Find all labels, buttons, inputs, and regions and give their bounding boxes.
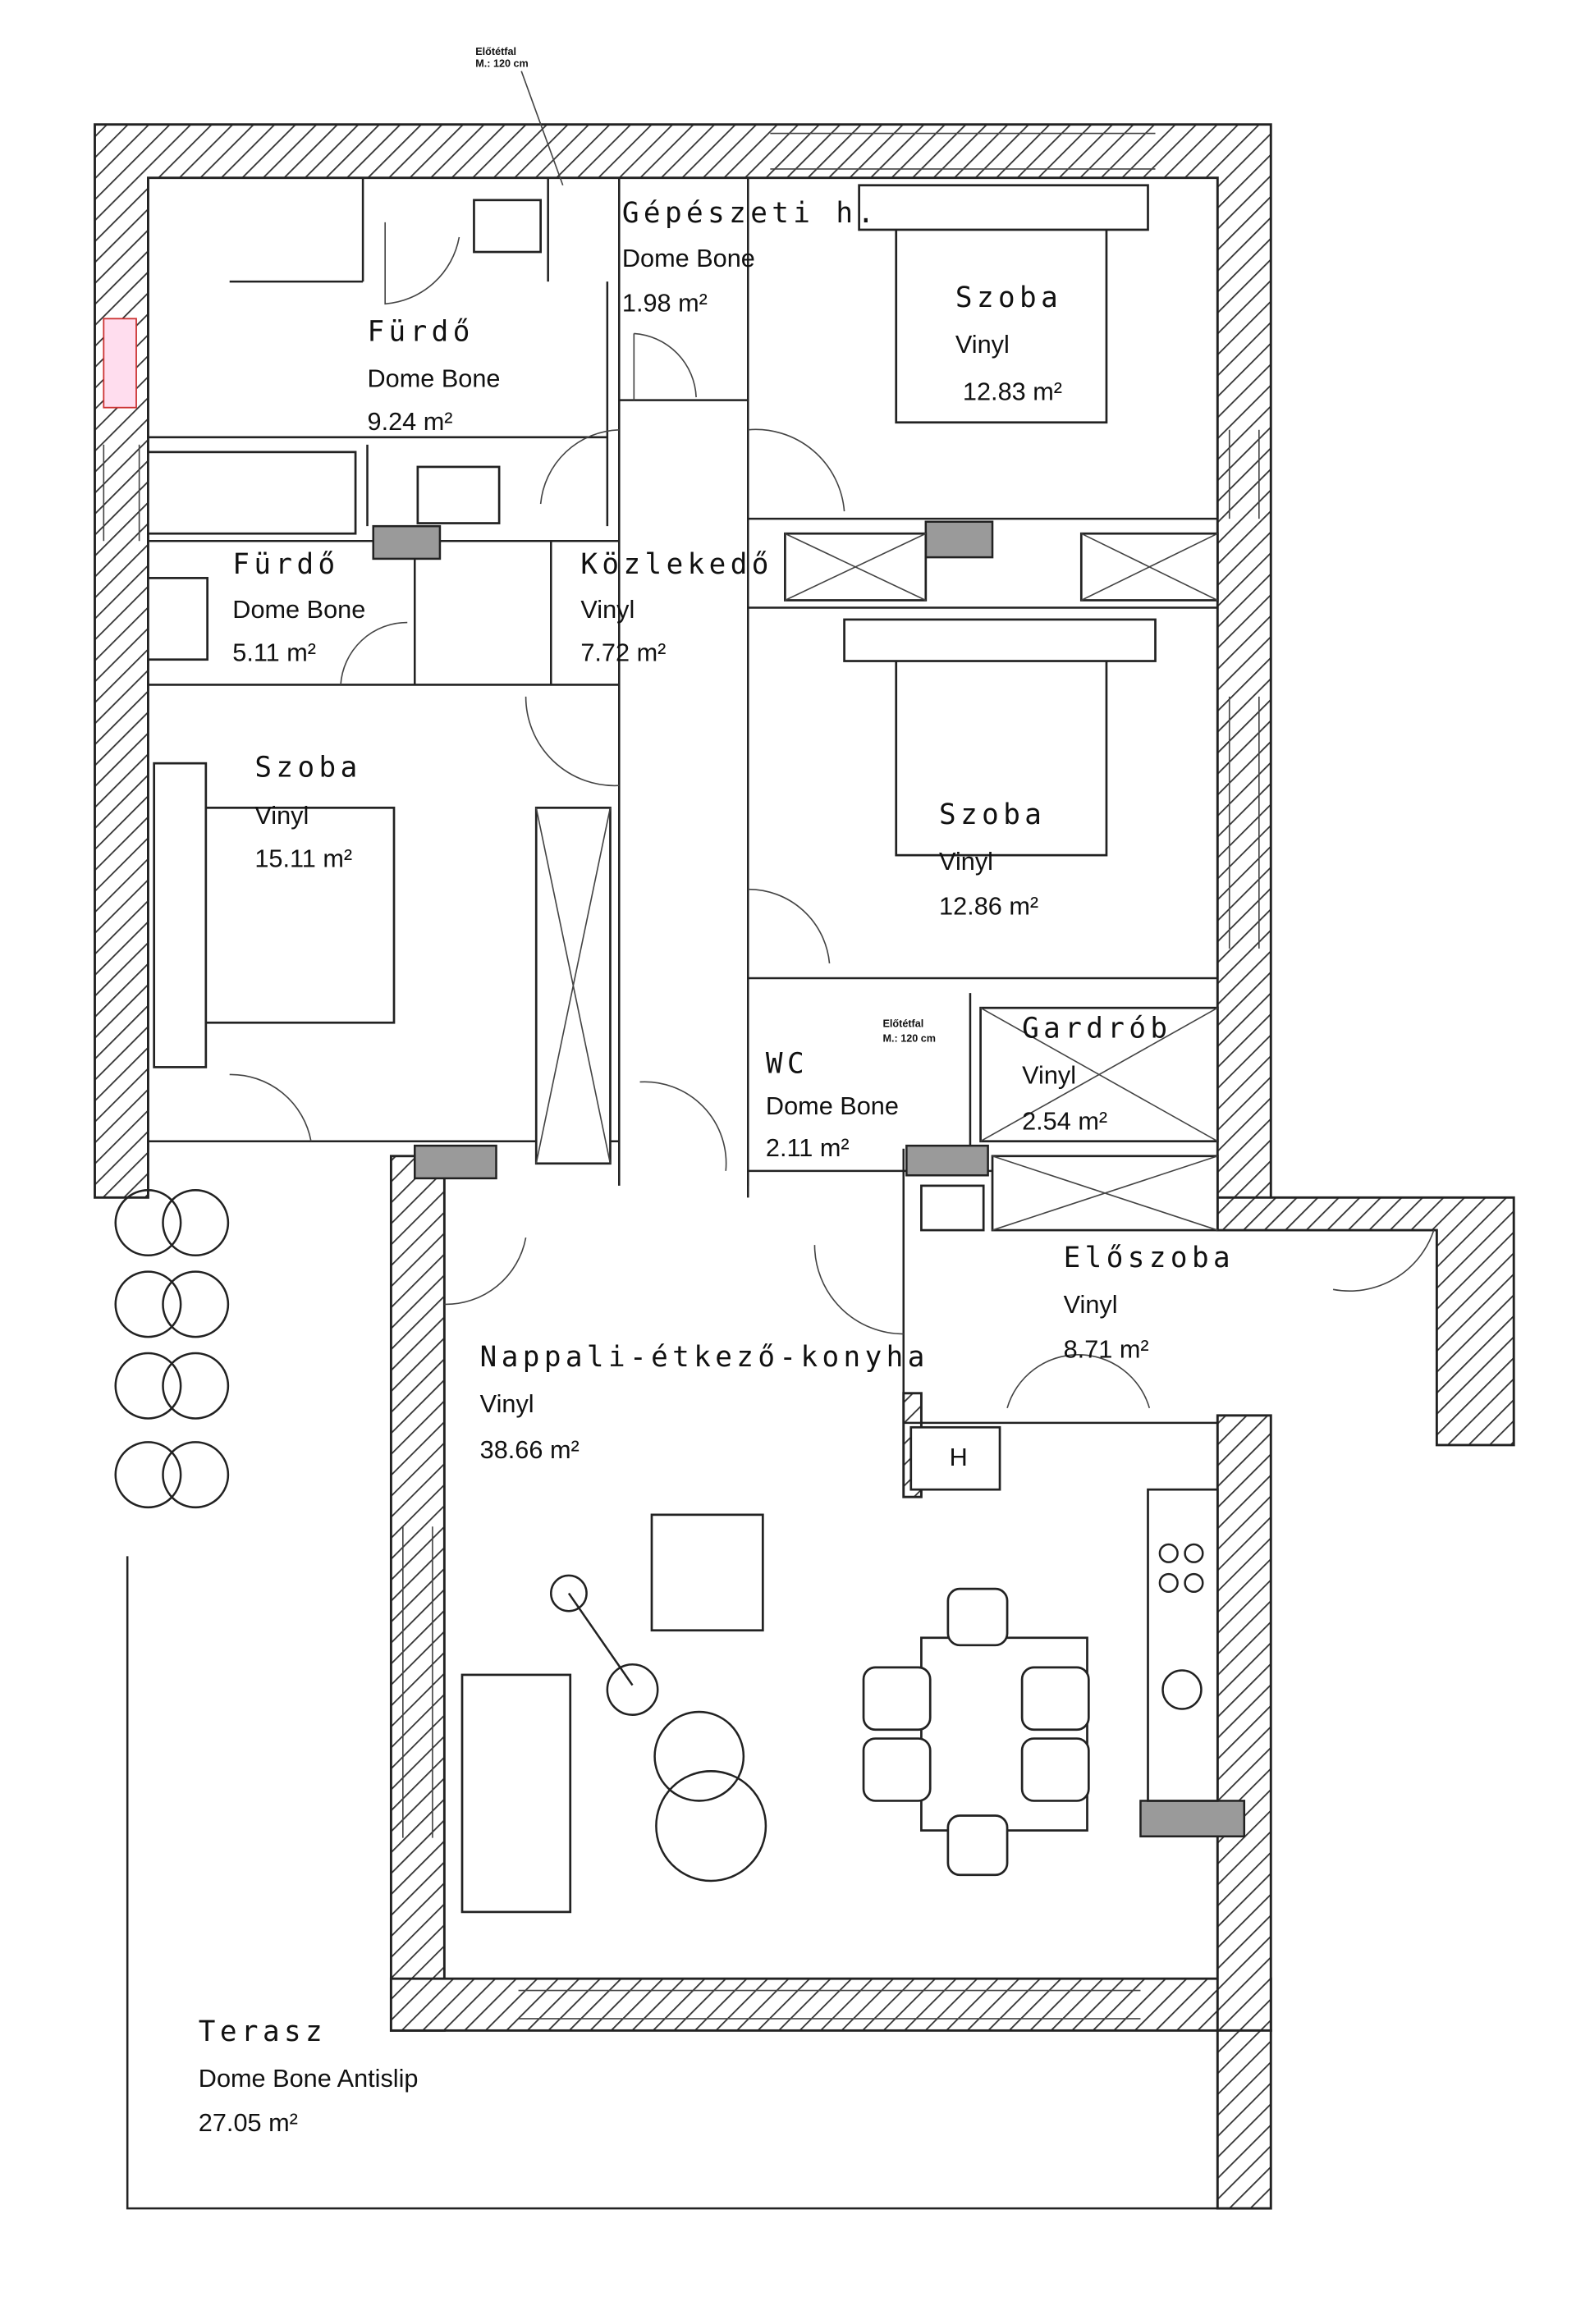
trees <box>114 1189 230 1509</box>
terrace-outline <box>126 1556 1271 2210</box>
windows <box>103 132 1260 2020</box>
label-text: Gardrób <box>1022 1012 1171 1045</box>
label-text: 2.11 m² <box>766 1133 850 1162</box>
label-text: Előszoba <box>1064 1242 1235 1274</box>
label-text: Szoba <box>939 798 1046 831</box>
label-text: 38.66 m² <box>480 1435 580 1464</box>
doors <box>229 222 1435 1409</box>
label-text: Vinyl <box>1022 1060 1076 1089</box>
label-text: 8.71 m² <box>1064 1334 1149 1363</box>
label-text: Vinyl <box>580 595 635 624</box>
label-text: 1.98 m² <box>622 288 708 317</box>
label-text: Gépészeti h. <box>622 197 879 230</box>
label-text: Dome Bone <box>766 1091 899 1120</box>
label-text: Előtétfal <box>475 46 516 57</box>
room-label-wc: WC Dome Bone 2.11 m² <box>766 1048 899 1162</box>
label-text: 27.05 m² <box>199 2108 298 2137</box>
kitchen-counter <box>1147 1488 1219 1802</box>
label-text: Előtétfal <box>882 1018 923 1030</box>
label-text: Fürdő <box>232 548 339 581</box>
annotation-top: Előtétfal M.: 120 cm <box>475 46 564 186</box>
furniture <box>147 184 1219 1914</box>
label-text: Közlekedő <box>580 548 772 581</box>
label-text: 12.83 m² <box>963 377 1062 406</box>
label-text: 15.11 m² <box>254 844 352 873</box>
label-text: Nappali-étkező-konyha <box>480 1341 929 1374</box>
label-text: Terasz <box>199 2015 327 2048</box>
label-text: 9.24 m² <box>368 407 453 436</box>
label-text: Dome Bone Antislip <box>199 2064 419 2093</box>
label-text: Dome Bone <box>368 364 501 392</box>
bathtub <box>147 451 357 535</box>
label-text: Vinyl <box>955 330 1010 359</box>
label-text: WC <box>766 1048 809 1081</box>
label-text: Vinyl <box>254 801 309 830</box>
label-text: Vinyl <box>1064 1290 1118 1319</box>
annotation-wc: Előtétfal M.: 120 cm <box>882 1018 936 1045</box>
sofa <box>460 1673 572 1914</box>
label-text: 12.86 m² <box>939 891 1038 920</box>
label-text: M.: 120 cm <box>475 57 529 69</box>
label-text: 2.54 m² <box>1022 1106 1107 1135</box>
room-label-gepeszeti: Gépészeti h. Dome Bone 1.98 m² <box>622 197 879 317</box>
exterior-walls <box>94 123 1515 2210</box>
label-text: Fürdő <box>368 315 474 348</box>
label-text: Vinyl <box>939 847 993 876</box>
label-text: Dome Bone <box>232 595 365 624</box>
armchair <box>650 1513 764 1632</box>
label-text: 7.72 m² <box>580 638 666 667</box>
label-text: M.: 120 cm <box>882 1033 936 1045</box>
columns <box>372 520 1246 1838</box>
fridge <box>909 1425 1001 1491</box>
label-text: Szoba <box>254 751 361 784</box>
label-text: 5.11 m² <box>232 638 316 667</box>
fridge-label: H <box>950 1443 968 1471</box>
label-text: Vinyl <box>480 1389 534 1418</box>
label-text: Dome Bone <box>622 244 755 272</box>
label-text: Szoba <box>955 281 1062 314</box>
interior-walls <box>148 177 1218 1425</box>
